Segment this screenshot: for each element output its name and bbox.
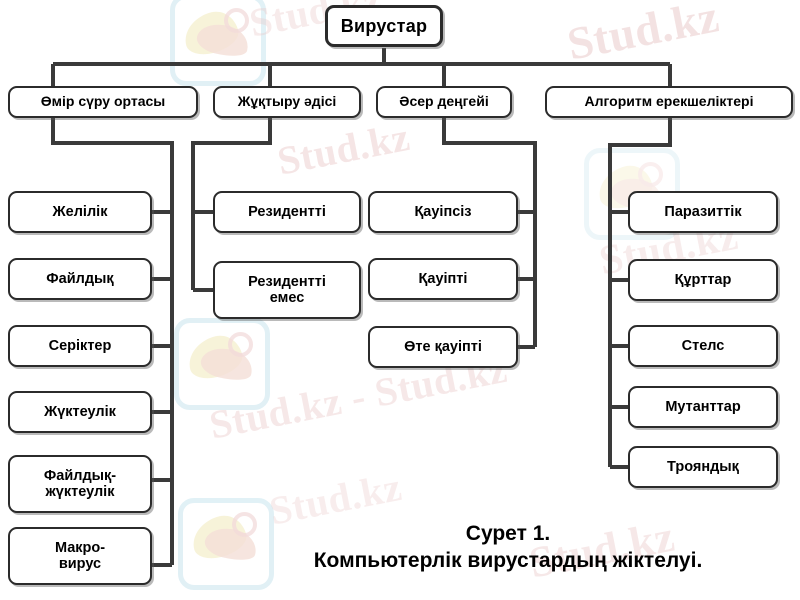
node-label: Қауіпті — [418, 270, 468, 287]
node-branch-infection-method[interactable]: Жұқтыру әдісі — [213, 86, 361, 118]
node-label: Трояндық — [667, 458, 739, 475]
caption-line-1: Сурет 1. — [465, 522, 551, 545]
node-leaf-mutants[interactable]: Мутанттар — [628, 386, 778, 428]
node-root-viruses[interactable]: Вирустар — [325, 5, 443, 47]
node-label: Вирустар — [340, 15, 428, 36]
node-leaf-worms[interactable]: Құрттар — [628, 259, 778, 301]
node-label: Стелс — [681, 337, 725, 354]
node-leaf-trojan[interactable]: Трояндық — [628, 446, 778, 488]
node-leaf-macro-virus[interactable]: Макро-вирус — [8, 527, 152, 585]
node-label: Паразиттік — [664, 203, 742, 220]
node-label: Өте қауіпті — [404, 338, 482, 355]
node-branch-algorithm-features[interactable]: Алгоритм ерекшеліктері — [545, 86, 793, 118]
node-leaf-companion[interactable]: Серіктер — [8, 325, 152, 367]
node-branch-impact-level[interactable]: Әсер деңгейі — [376, 86, 512, 118]
node-label: Желілік — [52, 203, 108, 220]
node-leaf-file[interactable]: Файлдық — [8, 258, 152, 300]
figure-caption: Сурет 1. Компьютерлік вирустардың жіктел… — [228, 520, 788, 575]
stud-kz-logo-watermark — [170, 0, 266, 86]
node-leaf-very-dangerous[interactable]: Өте қауіпті — [368, 326, 518, 368]
node-branch-habitat[interactable]: Өмір сүру ортасы — [8, 86, 198, 118]
node-label: Файлдық — [46, 270, 114, 287]
node-label: Резидентті — [248, 203, 326, 220]
node-leaf-boot[interactable]: Жүктеулік — [8, 391, 152, 433]
node-label: Қауіпсіз — [414, 203, 472, 220]
node-label: Файлдық-жүктеулік — [43, 467, 117, 500]
node-label: Жұқтыру әдісі — [237, 93, 337, 110]
node-label: Өмір сүру ортасы — [40, 93, 166, 110]
node-label: Алгоритм ерекшеліктері — [584, 93, 754, 110]
node-label: Макро-вирус — [54, 539, 106, 572]
node-leaf-harmless[interactable]: Қауіпсіз — [368, 191, 518, 233]
node-leaf-resident[interactable]: Резидентті — [213, 191, 361, 233]
stud-kz-text-watermark: Stud.kz — [273, 113, 414, 184]
caption-line-2: Компьютерлік вирустардың жіктелуі. — [313, 549, 703, 573]
node-label: Серіктер — [48, 337, 112, 354]
node-label: Жүктеулік — [44, 403, 116, 420]
node-label: Мутанттар — [665, 398, 741, 415]
stud-kz-logo-watermark — [174, 318, 270, 410]
node-leaf-network[interactable]: Желілік — [8, 191, 152, 233]
stud-kz-text-watermark: Stud.kz — [563, 0, 724, 70]
node-leaf-file-boot[interactable]: Файлдық-жүктеулік — [8, 455, 152, 513]
node-label: Әсер деңгейі — [399, 93, 489, 110]
node-leaf-dangerous[interactable]: Қауіпті — [368, 258, 518, 300]
node-label: Құрттар — [674, 271, 732, 288]
node-leaf-stealth[interactable]: Стелс — [628, 325, 778, 367]
node-leaf-parasitic[interactable]: Паразиттік — [628, 191, 778, 233]
